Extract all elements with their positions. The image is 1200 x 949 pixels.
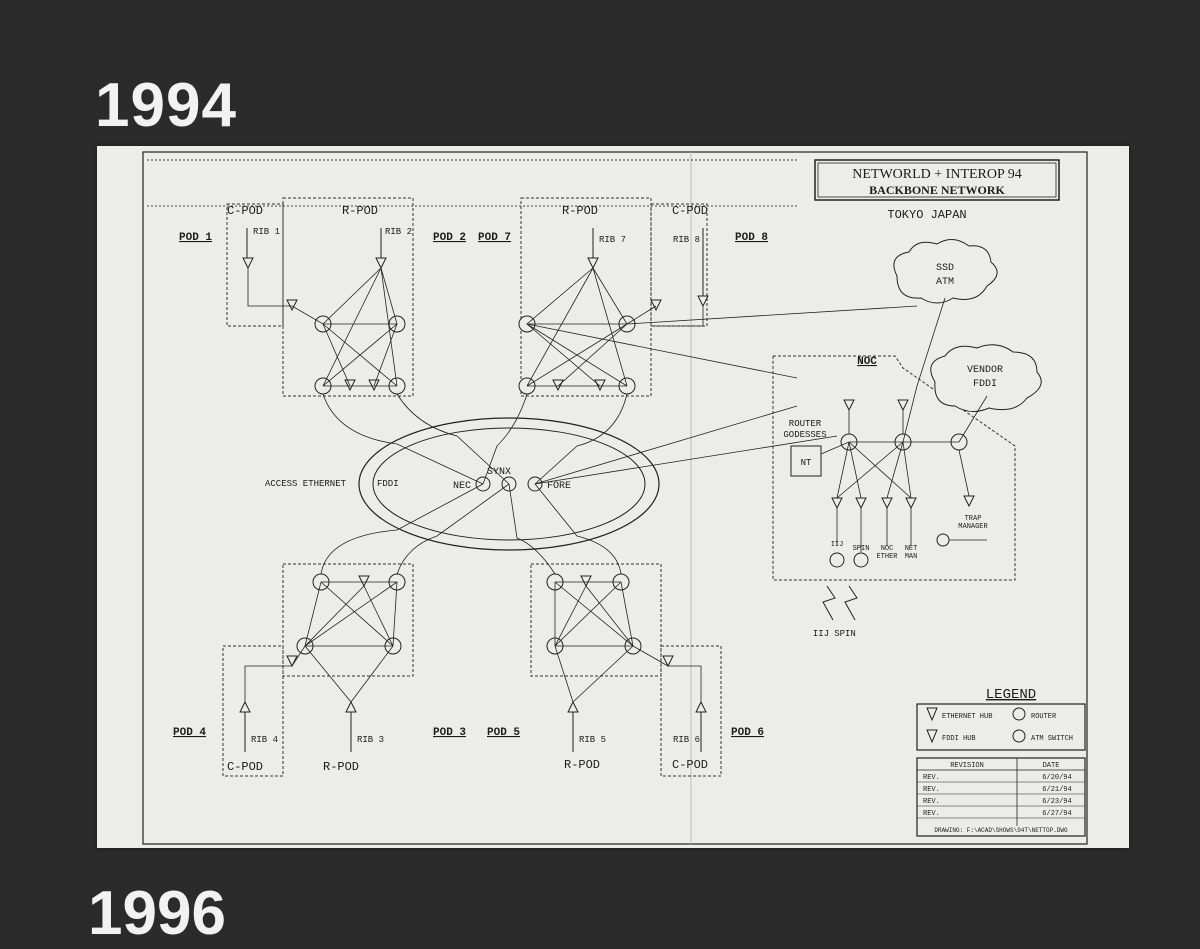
pod-7-label: POD 7 bbox=[478, 232, 511, 244]
drawing-path: DRAWING: F:\ACAD\SHOWS\94T\NETTOP.DWG bbox=[934, 827, 1068, 834]
rpod-top-right: R-POD bbox=[562, 204, 598, 218]
pod-5-label: POD 5 bbox=[487, 727, 520, 739]
network-diagram-sheet: NETWORLD + INTEROP 94 BACKBONE NETWORK T… bbox=[97, 146, 1129, 848]
rpod-bottom-right: R-POD bbox=[564, 758, 600, 772]
noc-spin-label: SPIN bbox=[853, 545, 870, 553]
drawing-border bbox=[142, 151, 1088, 845]
vendor-fddi-label: FDDI bbox=[973, 379, 997, 390]
revision-row-1: REV. bbox=[923, 774, 940, 782]
rib-4-label: RIB 4 bbox=[251, 735, 278, 745]
fddi-hub-icon bbox=[926, 729, 938, 744]
wan-link-bolts bbox=[822, 585, 858, 621]
rib-links bbox=[244, 228, 704, 752]
fddi-label: FDDI bbox=[377, 479, 399, 489]
synx-label: SYNX bbox=[487, 467, 511, 478]
revision-row-4: REV. bbox=[923, 810, 940, 818]
atm-switch-icon bbox=[1012, 729, 1026, 743]
nt-box bbox=[790, 445, 822, 477]
router-icon bbox=[1012, 707, 1026, 721]
cpod-bottom-right: C-POD bbox=[672, 758, 708, 772]
spin-bottom-label: SPIN bbox=[834, 629, 856, 639]
noc-section: NOC ROUTER GODESSES NT TRAP MANAGER IIJ … bbox=[783, 297, 989, 639]
legend-ethernet-hub: ETHERNET HUB bbox=[942, 713, 992, 721]
rpod-top-left: R-POD bbox=[342, 204, 378, 218]
pod-2-label: POD 2 bbox=[433, 232, 466, 244]
title-line-2: BACKBONE NETWORK bbox=[869, 183, 1005, 197]
legend-title: LEGEND bbox=[986, 687, 1036, 703]
pod-8-label: POD 8 bbox=[735, 232, 768, 244]
legend-atm-switch: ATM SWITCH bbox=[1031, 735, 1073, 743]
net-man-l1: NET bbox=[905, 545, 918, 553]
rib-8-label: RIB 8 bbox=[673, 235, 700, 245]
date-header: DATE bbox=[1043, 762, 1060, 770]
iij-bottom-label: IIJ bbox=[813, 629, 829, 639]
vendor-label: VENDOR bbox=[967, 365, 1003, 376]
revision-date-1: 6/20/94 bbox=[1042, 774, 1071, 782]
revision-date-2: 6/21/94 bbox=[1042, 786, 1071, 794]
router-godesses-l2: GODESSES bbox=[783, 430, 826, 440]
title-block: NETWORLD + INTEROP 94 BACKBONE NETWORK T… bbox=[814, 159, 1060, 222]
revision-header: REVISION bbox=[950, 762, 984, 770]
atm-label: ATM bbox=[936, 277, 954, 288]
noc-iij-label: IIJ bbox=[831, 541, 844, 549]
nt-label: NT bbox=[801, 458, 812, 468]
rib-7-label: RIB 7 bbox=[599, 235, 626, 245]
year-heading-1996: 1996 bbox=[88, 879, 226, 948]
revision-table bbox=[916, 757, 1086, 837]
ssd-label: SSD bbox=[936, 263, 954, 274]
fore-label: FORE bbox=[547, 481, 571, 492]
access-ethernet-label: ACCESS ETHERNET bbox=[265, 479, 347, 489]
cpod-bottom-left: C-POD bbox=[227, 760, 263, 774]
cpod-top-right: C-POD bbox=[672, 204, 708, 218]
revision-date-3: 6/23/94 bbox=[1042, 798, 1071, 806]
legend: LEGEND ETHERNET HUB ROUTER FDDI HUB ATM … bbox=[916, 687, 1086, 837]
pod-4-label: POD 4 bbox=[173, 727, 206, 739]
revision-date-4: 6/27/94 bbox=[1042, 810, 1071, 818]
net-man-l2: MAN bbox=[905, 553, 918, 561]
title-line-1: NETWORLD + INTEROP 94 bbox=[852, 167, 1022, 182]
network-links bbox=[244, 267, 918, 703]
title-location: TOKYO JAPAN bbox=[887, 208, 966, 222]
pod-6-label: POD 6 bbox=[731, 727, 764, 739]
rib-3-label: RIB 3 bbox=[357, 735, 384, 745]
rib-2-label: RIB 2 bbox=[385, 227, 412, 237]
year-heading-1994: 1994 bbox=[95, 71, 237, 140]
nec-label: NEC bbox=[453, 481, 471, 492]
legend-fddi-hub: FDDI HUB bbox=[942, 735, 976, 743]
noc-title: NOC bbox=[857, 356, 877, 368]
router-godesses-l1: ROUTER bbox=[789, 419, 822, 429]
pod-3-label: POD 3 bbox=[433, 727, 466, 739]
fddi-ring bbox=[358, 417, 660, 551]
backbone-network-diagram: NETWORLD + INTEROP 94 BACKBONE NETWORK T… bbox=[142, 151, 1088, 845]
ssd-atm-cloud: SSD ATM bbox=[893, 239, 998, 304]
revision-row-2: REV. bbox=[923, 786, 940, 794]
noc-ether-l1: NOC bbox=[881, 545, 894, 553]
rib-5-label: RIB 5 bbox=[579, 735, 606, 745]
pod-1-label: POD 1 bbox=[179, 232, 212, 244]
cpod-top-left: C-POD bbox=[227, 204, 263, 218]
rpod-bottom-left: R-POD bbox=[323, 760, 359, 774]
rib-1-label: RIB 1 bbox=[253, 227, 280, 237]
trap-manager-l1: TRAP bbox=[965, 515, 982, 523]
vendor-fddi-cloud: VENDOR FDDI bbox=[930, 344, 1042, 412]
trap-manager-l2: MANAGER bbox=[958, 523, 988, 531]
router-icon bbox=[853, 552, 869, 568]
noc-ether-l2: ETHER bbox=[876, 553, 898, 561]
revision-row-3: REV. bbox=[923, 798, 940, 806]
pod-boundaries bbox=[222, 197, 1016, 777]
router-icon bbox=[829, 552, 845, 568]
legend-router: ROUTER bbox=[1031, 713, 1057, 721]
ethernet-hub-icon bbox=[926, 707, 938, 722]
rib-6-label: RIB 6 bbox=[673, 735, 700, 745]
